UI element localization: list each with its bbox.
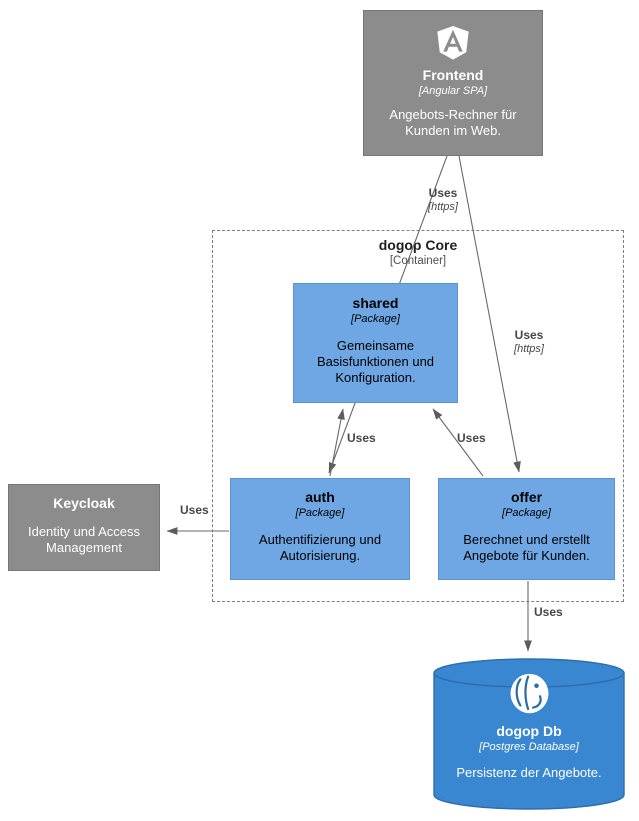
angular-logo-icon	[437, 26, 469, 60]
postgres-mane-stripe-2	[523, 675, 529, 711]
frontend-description: Angebots-Rechner für Kunden im Web.	[389, 107, 517, 138]
db-description: Persistenz der Angebote.	[456, 765, 602, 781]
node-dogop-db: dogop Db [Postgres Database] Persistenz …	[433, 658, 625, 810]
angular-letter-a	[443, 29, 463, 52]
offer-description: Berechnet und erstellt Angebote für Kund…	[463, 532, 590, 563]
boundary-dogop-core: dogop Core [Container]	[212, 230, 624, 602]
auth-title: auth	[305, 489, 335, 505]
node-shared: shared [Package] Gemeinsame Basisfunktio…	[293, 283, 458, 403]
boundary-title: dogop Core	[378, 237, 458, 253]
edge-frontend-to-offer	[458, 155, 521, 473]
boundary-subtitle: [Container]	[389, 255, 447, 267]
db-title: dogop Db	[496, 723, 562, 739]
edge-auth-to-shared	[329, 408, 345, 477]
edge-uses-text: Uses	[534, 605, 563, 619]
edge-protocol-text: [https]	[514, 343, 544, 355]
edge-label-auth-shared: Uses	[347, 431, 391, 445]
frontend-subtitle: [Angular SPA]	[418, 85, 488, 98]
edge-protocol-text: [https]	[428, 201, 458, 213]
auth-description: Authentifizierung und Autorisierung.	[258, 532, 382, 563]
edge-uses-text: Uses	[347, 431, 376, 445]
edge-label-offer-shared: Uses	[457, 431, 501, 445]
frontend-title: Frontend	[422, 67, 484, 83]
edge-uses-text: Uses	[457, 431, 486, 445]
node-auth: auth [Package] Authentifizierung und Aut…	[230, 478, 410, 580]
edge-label-offer-db: Uses	[534, 605, 578, 619]
node-keycloak: Keycloak Identity und Access Management	[8, 484, 160, 571]
edge-uses-text: Uses	[428, 186, 458, 200]
node-offer: offer [Package] Berechnet und erstellt A…	[438, 478, 615, 580]
keycloak-title: Keycloak	[53, 495, 115, 511]
edge-uses-text: Uses	[514, 328, 544, 342]
postgres-trunk	[531, 695, 542, 709]
edge-label-frontend-auth: Uses [https]	[417, 186, 469, 213]
shared-description: Gemeinsame Basisfunktionen und Konfigura…	[316, 338, 435, 385]
cylinder-body	[433, 658, 625, 810]
edge-label-auth-keycloak: Uses	[180, 503, 224, 517]
auth-subtitle: [Package]	[295, 507, 345, 520]
postgresql-logo-icon	[510, 673, 548, 714]
offer-subtitle: [Package]	[502, 507, 551, 520]
shared-subtitle: [Package]	[351, 313, 400, 326]
postgres-eye	[533, 683, 539, 689]
keycloak-description: Identity und Access Management	[27, 524, 140, 555]
offer-title: offer	[510, 489, 543, 505]
shared-title: shared	[352, 295, 399, 311]
db-subtitle: [Postgres Database]	[479, 741, 579, 754]
edge-uses-text: Uses	[180, 503, 209, 517]
db-content: dogop Db [Postgres Database] Persistenz …	[433, 658, 625, 810]
postgres-mane-stripe-1	[515, 678, 521, 707]
edge-label-frontend-offer: Uses [https]	[503, 328, 555, 355]
node-frontend: Frontend [Angular SPA] Angebots-Rechner …	[363, 10, 543, 156]
edge-offer-to-shared	[432, 408, 484, 477]
